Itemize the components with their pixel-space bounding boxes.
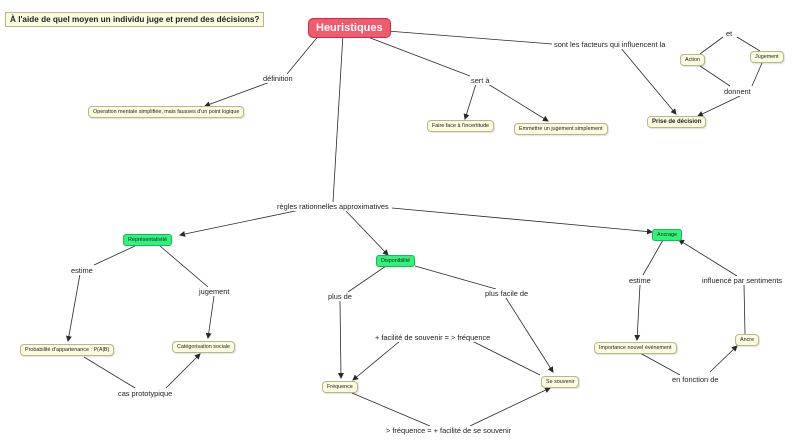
edge-estime-proba	[65, 273, 81, 342]
edge-proba-cas	[83, 356, 136, 389]
concept-ancrage[interactable]: Ancrage	[652, 229, 683, 241]
edge-ancrage-estime	[642, 239, 664, 276]
edge-regles-repr	[179, 209, 301, 237]
edge-sert-faire	[463, 83, 477, 120]
concept-representativite[interactable]: Représentativité	[123, 234, 172, 246]
concept-importance[interactable]: Importance nouvel événement	[594, 342, 677, 354]
edge-plusde-freq	[337, 300, 344, 379]
concept-faire-face[interactable]: Faire face à l'incertitude	[427, 120, 495, 132]
phrase-influence: influencé par sentiments	[701, 276, 784, 285]
edge-repr-jugement	[159, 245, 209, 288]
phrase-plus-facile: plus facile de	[484, 289, 530, 298]
diagram-title: À l'aide de quel moyen un individu juge …	[5, 12, 265, 27]
edge-jugement-categ	[205, 295, 215, 339]
edge-definition-operation	[204, 81, 271, 108]
edge-estime-importance	[634, 284, 641, 341]
edge-et-jugement	[736, 36, 761, 52]
concept-action[interactable]: Action	[680, 54, 705, 66]
phrase-estime-right: estime	[628, 276, 652, 285]
edge-donnent-prise	[697, 95, 741, 117]
phrase-donnent: donnent	[723, 87, 752, 96]
edge-sert-emmettre	[487, 83, 549, 122]
edge-regles-dispo	[344, 209, 389, 256]
edge-souvenir-facilite	[469, 339, 541, 376]
concept-categorisation[interactable]: Catégorisation sociale	[172, 341, 236, 353]
edge-plusfacile-souvenir	[505, 297, 554, 373]
edge-influence-ancrage	[678, 239, 738, 277]
concept-se-souvenir[interactable]: Se souvenir	[541, 376, 580, 388]
concept-emmettre[interactable]: Emmettre un jugement simplement	[514, 123, 608, 135]
phrase-cas-prototypique: cas prototypique	[117, 389, 174, 398]
phrase-en-fonction-de: en fonction de	[671, 375, 720, 384]
edge-et-action	[699, 36, 724, 55]
concept-jugement[interactable]: Jugement	[750, 51, 784, 63]
edge-root-definition	[286, 33, 321, 75]
edge-dispo-plusde	[347, 265, 387, 293]
edge-jugement-donnent	[751, 62, 763, 87]
concept-frequence[interactable]: Fréquence	[322, 381, 358, 393]
edge-freq-fqfac	[351, 392, 431, 427]
edge-facilite-freq	[352, 340, 401, 381]
edge-repr-estime	[93, 245, 136, 266]
edge-root-facteurs	[374, 29, 553, 45]
edge-action-donnent	[699, 65, 731, 87]
phrase-regles: règles rationnelles approximatives	[276, 202, 390, 211]
edge-ancre-influence	[743, 284, 746, 335]
edge-cas-categ	[165, 353, 201, 389]
edge-importance-fonction	[639, 352, 681, 376]
phrase-estime-left: estime	[70, 266, 94, 275]
phrase-definition: définition	[262, 74, 294, 83]
concept-ancre[interactable]: Ancre	[735, 334, 760, 346]
phrase-plus-de: plus de	[327, 292, 353, 301]
phrase-jugement: jugement	[198, 287, 231, 296]
edge-dispo-plusfacile	[414, 265, 497, 290]
phrase-facteurs: sont les facteurs qui influencent la	[553, 40, 667, 49]
phrase-facilite-frequence: + facilité de souvenir = > fréquence	[374, 333, 492, 342]
concept-prise-de-decision[interactable]: Prise de décision	[647, 116, 707, 128]
edge-fqfac-souvenir	[469, 387, 551, 427]
concept-operation[interactable]: Operation mentale simplifiée, mais fauss…	[88, 106, 245, 118]
phrase-sert-a: sert à	[470, 76, 491, 85]
edge-regles-ancrage	[391, 207, 653, 235]
edge-root-regles	[332, 33, 344, 203]
concept-heuristiques[interactable]: Heuristiques	[308, 18, 391, 38]
phrase-frequence-facilite: > fréquence = + facilité de se souvenir	[385, 426, 513, 435]
edge-fonction-ancre	[709, 345, 738, 373]
phrase-et: et	[725, 29, 734, 38]
edge-root-sert	[359, 33, 471, 77]
concept-probabilite[interactable]: Probabilité d'appartenance : P(A|B)	[20, 344, 115, 356]
concept-disponibilite[interactable]: Disponibilité	[376, 255, 416, 267]
edge-facteurs-prise	[619, 46, 677, 115]
